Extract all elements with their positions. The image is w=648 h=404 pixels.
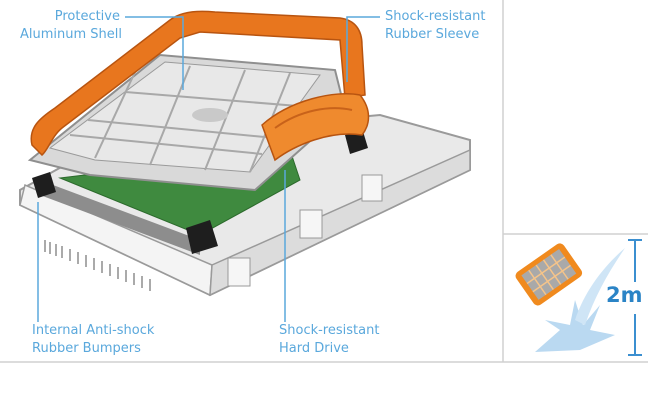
label-line: Hard Drive (279, 341, 349, 356)
barcode (44, 240, 151, 291)
label-line: Aluminum Shell (20, 27, 123, 42)
label-line: Shock-resistant (279, 323, 380, 338)
label-hard-drive: Shock-resistant Hard Drive (279, 322, 379, 358)
leader-lines (37, 16, 380, 322)
label-line: Rubber Bumpers (32, 341, 141, 356)
label-line: Shock-resistant (385, 9, 486, 24)
label-line: Internal Anti-shock (32, 323, 155, 338)
drop-test-icon (515, 239, 642, 356)
aluminum-shell (27, 53, 347, 192)
label-line: Rubber Sleeve (385, 27, 480, 42)
height-marker (628, 239, 642, 356)
label-line: Protective (54, 9, 120, 24)
label-rubber-sleeve: Shock-resistant Rubber Sleeve (385, 8, 485, 44)
rubber-sleeve (30, 10, 370, 162)
rubber-bumpers (32, 128, 368, 254)
drop-height-label: 2m (606, 283, 643, 307)
label-aluminum-shell: Protective Aluminum Shell (20, 8, 123, 44)
label-rubber-bumpers: Internal Anti-shock Rubber Bumpers (32, 322, 154, 358)
